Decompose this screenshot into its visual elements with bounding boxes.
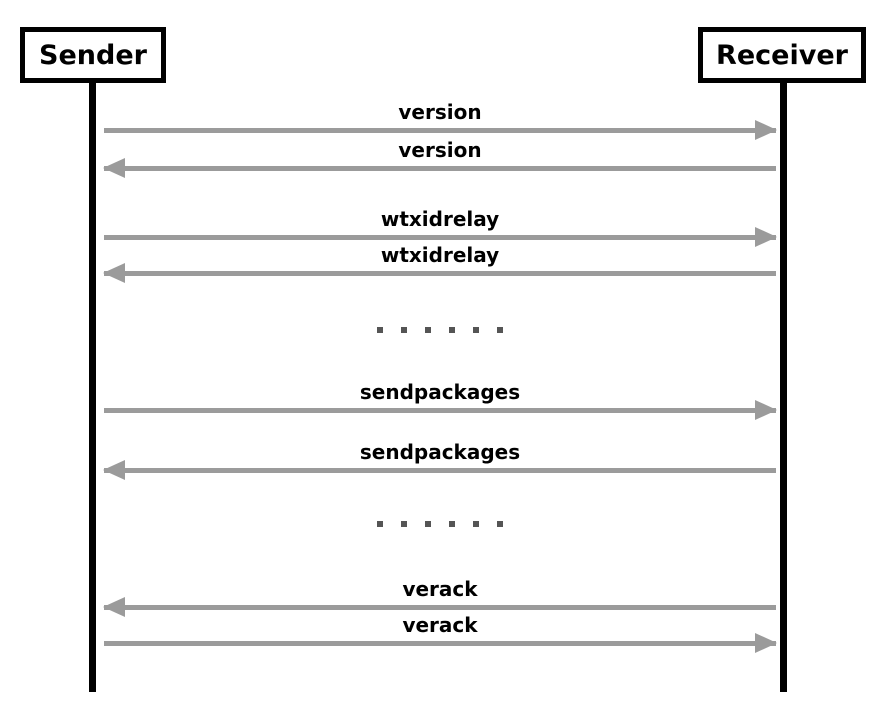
arrowhead-right-icon xyxy=(755,120,777,140)
ellipsis-dot xyxy=(497,327,503,333)
ellipsis-dot xyxy=(401,327,407,333)
message-line xyxy=(104,271,776,276)
participant-box-receiver[interactable]: Receiver xyxy=(698,27,866,83)
participant-box-sender[interactable]: Sender xyxy=(20,27,166,83)
message-line xyxy=(104,468,776,473)
arrowhead-right-icon xyxy=(755,400,777,420)
arrowhead-left-icon xyxy=(103,158,125,178)
message-label: wtxidrelay xyxy=(380,243,500,267)
message-line xyxy=(104,166,776,171)
ellipsis-dot xyxy=(473,327,479,333)
participant-label-sender: Sender xyxy=(39,39,147,71)
message-line xyxy=(104,408,776,413)
ellipsis-dot xyxy=(425,521,431,527)
message-line xyxy=(104,605,776,610)
lifeline-receiver xyxy=(780,83,787,692)
ellipsis-dot xyxy=(497,521,503,527)
arrowhead-left-icon xyxy=(103,263,125,283)
message-label: sendpackages xyxy=(359,440,521,464)
arrowhead-left-icon xyxy=(103,460,125,480)
lifeline-sender xyxy=(89,83,96,692)
message-line xyxy=(104,235,776,240)
ellipsis-dot xyxy=(449,521,455,527)
message-label: version xyxy=(398,138,482,162)
ellipsis-dot xyxy=(401,521,407,527)
ellipsis-dot xyxy=(377,521,383,527)
ellipsis-dot xyxy=(449,327,455,333)
message-label: version xyxy=(398,100,482,124)
arrowhead-left-icon xyxy=(103,597,125,617)
message-label: verack xyxy=(402,613,478,637)
ellipsis-row-2 xyxy=(104,518,776,530)
message-label: sendpackages xyxy=(359,380,521,404)
ellipsis-dot xyxy=(377,327,383,333)
message-line xyxy=(104,641,776,646)
participant-label-receiver: Receiver xyxy=(716,39,848,71)
ellipsis-dot xyxy=(473,521,479,527)
ellipsis-row-1 xyxy=(104,324,776,336)
message-line xyxy=(104,128,776,133)
message-label: wtxidrelay xyxy=(380,207,500,231)
arrowhead-right-icon xyxy=(755,633,777,653)
arrowhead-right-icon xyxy=(755,227,777,247)
ellipsis-dot xyxy=(425,327,431,333)
message-label: verack xyxy=(402,577,478,601)
